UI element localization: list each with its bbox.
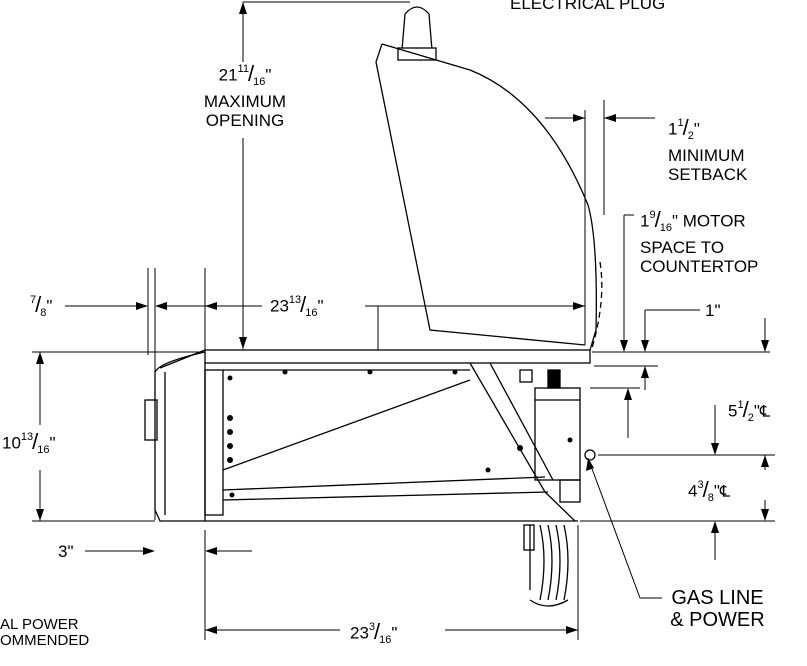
- height-label: 1013/16": [2, 428, 56, 457]
- bottom-depth-label: 233/16": [350, 618, 398, 647]
- top-depth-label: 2313/16": [270, 291, 324, 320]
- min-setback-label: 11/2" MINIMUM SETBACK: [668, 114, 748, 185]
- motor-space-label: 19/16" MOTOR SPACE TO COUNTERTOP: [640, 206, 759, 277]
- four-three-eighths-cl-label: 43/8"℄: [688, 476, 731, 505]
- five-half-cl-label: 51/2"℄: [728, 396, 771, 425]
- gas-line-power-label: GAS LINE & POWER: [670, 587, 765, 631]
- max-opening-label: 2111/16" MAXIMUM OPENING: [203, 60, 287, 131]
- seven-eighths-label: 7/8": [30, 291, 53, 320]
- three-inch-label: 3": [58, 542, 74, 561]
- one-inch-label: 1": [705, 301, 721, 320]
- machine-outline: [144, 6, 603, 607]
- power-note-label: AL POWER OMMENDED: [0, 616, 90, 649]
- dimension-lines: [32, 1, 775, 640]
- electrical-plug-label: ELECTRICAL PLUG: [510, 0, 666, 13]
- coil-icon: [523, 524, 569, 607]
